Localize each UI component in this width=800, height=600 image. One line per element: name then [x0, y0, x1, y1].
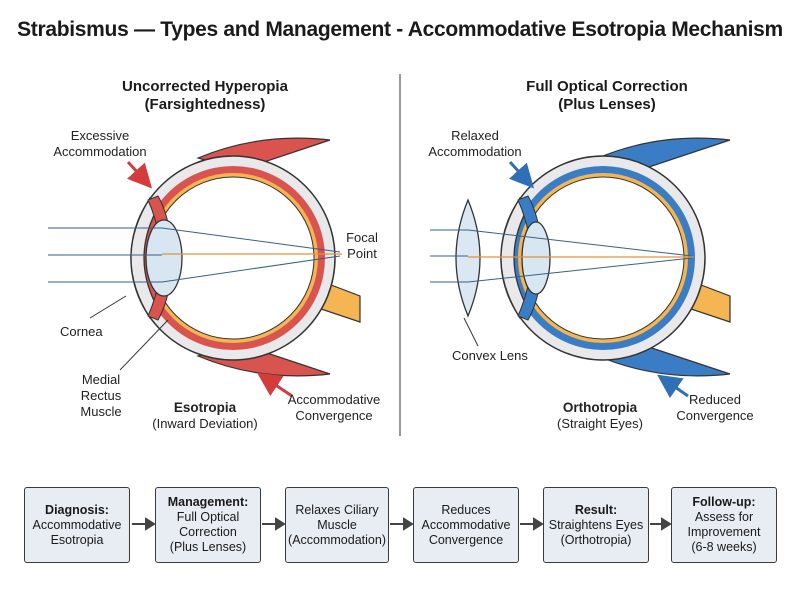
left-convergence-arrow [257, 372, 293, 398]
right-convergence-line2: Convergence [676, 408, 754, 423]
right-title-line2: (Plus Lenses) [558, 96, 656, 113]
flow-box-title: Diagnosis: [45, 502, 109, 517]
right-state-title: Orthotropia [562, 400, 638, 415]
flow-box-title: Follow-up: [692, 495, 756, 509]
right-convergence-line1: Reduced [688, 392, 742, 407]
left-state-title: Esotropia [173, 400, 237, 415]
left-convergence-line1: Accommodative [287, 392, 381, 407]
right-panel-title: Full Optical Correction (Plus Lenses) [477, 78, 737, 114]
left-label-muscle: Medial Rectus Muscle [66, 372, 136, 420]
muscle-line2: Rectus [80, 388, 122, 403]
left-convergence-line2: Convergence [295, 408, 373, 423]
flow-box-diagnosis: Diagnosis: Accommodative Esotropia [24, 487, 130, 563]
left-accommodation-line2: Accommodation [53, 144, 147, 159]
muscle-line1: Medial [81, 372, 121, 387]
right-label-accommodation: Relaxed Accommodation [420, 128, 530, 160]
flow-box-line: Assess for [694, 510, 754, 524]
flow-box-relaxes: Relaxes Ciliary Muscle (Accommodation) [285, 487, 389, 563]
flow-box-line: Convergence [428, 532, 504, 547]
right-eye [430, 137, 731, 377]
flow-box-management: Management: Full Optical Correction (Plu… [155, 487, 261, 563]
flow-box-line: Improvement [687, 525, 761, 539]
flow-box-reduces: Reduces Accommodative Convergence [413, 487, 519, 563]
flow-box-line: Accommodative [421, 517, 511, 532]
flow-box-title: Management: [167, 495, 249, 509]
panel-divider [399, 74, 401, 436]
left-state: Esotropia (Inward Deviation) [140, 400, 270, 432]
left-title-line2: (Farsightedness) [144, 96, 266, 113]
flow-box-line: Straightens Eyes [548, 517, 644, 532]
left-accommodation-arrow [126, 160, 153, 189]
flow-box-line: Relaxes Ciliary [295, 502, 379, 517]
flow-box-line: Muscle [317, 517, 357, 532]
focal-line2: Point [347, 246, 377, 261]
flow-box-line: Accommodative [32, 517, 122, 532]
right-accommodation-line1: Relaxed [451, 128, 499, 143]
focal-line1: Focal [346, 230, 378, 245]
right-lens [521, 221, 551, 295]
right-state-sub: (Straight Eyes) [557, 416, 643, 431]
left-accommodation-line1: Excessive [70, 128, 130, 143]
muscle-line3: Muscle [80, 404, 122, 419]
flow-box-title: Result: [574, 502, 618, 517]
right-label-convergence: Reduced Convergence [670, 392, 760, 424]
convex-lens [455, 198, 481, 318]
flow-box-line: Esotropia [50, 532, 104, 547]
flow-box-line: (6-8 weeks) [691, 540, 757, 554]
left-label-accommodation: Excessive Accommodation [40, 128, 160, 160]
page-title: Strabismus — Types and Management - Acco… [17, 18, 783, 41]
left-label-cornea: Cornea [60, 324, 103, 339]
left-title-line1: Uncorrected Hyperopia [122, 78, 288, 95]
flow-box-followup: Follow-up: Assess for Improvement (6-8 w… [671, 487, 777, 563]
right-accommodation-arrow [508, 160, 535, 189]
flow-arrows [132, 517, 672, 531]
flow-box-line: Correction [179, 525, 237, 539]
right-title-line1: Full Optical Correction [526, 78, 688, 95]
flow-box-line: (Accommodation) [288, 532, 386, 547]
left-label-convergence: Accommodative Convergence [276, 392, 392, 424]
right-state: Orthotropia (Straight Eyes) [540, 400, 660, 432]
left-lens [145, 219, 183, 297]
flow-box-line: Full Optical [176, 510, 240, 524]
flow-box-line: Reduces [441, 502, 491, 517]
flow-box-line: (Plus Lenses) [169, 540, 247, 554]
right-convergence-arrow [657, 374, 689, 399]
left-state-sub: (Inward Deviation) [152, 416, 258, 431]
left-panel-title: Uncorrected Hyperopia (Farsightedness) [75, 78, 335, 114]
left-eye [48, 137, 361, 377]
right-label-convex-lens: Convex Lens [452, 348, 528, 363]
left-label-focal-point: Focal Point [334, 230, 390, 262]
flow-box-result: Result: Straightens Eyes (Orthotropia) [543, 487, 649, 563]
right-accommodation-line2: Accommodation [428, 144, 522, 159]
flow-box-line: (Orthotropia) [560, 532, 632, 547]
